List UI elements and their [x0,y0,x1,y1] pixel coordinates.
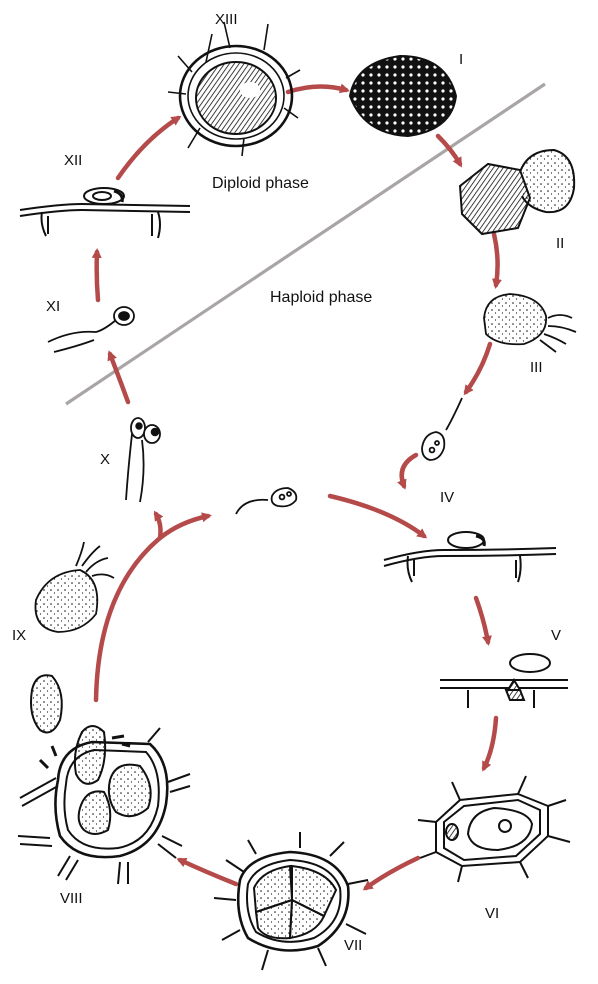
arrow-x-to-xi [110,354,128,402]
stage-ix-secondary-zoosporangium [35,542,114,632]
arrow-xiii-to-i [288,86,346,92]
arrow-vi-to-vii [366,858,418,888]
label-xii: XII [64,152,82,169]
label-x: X [100,451,110,468]
label-iv: IV [440,489,454,506]
stage-vi-plasmodium-in-cell [418,776,570,882]
arrow-v-to-vi [484,718,496,768]
arrow-xi-to-xii [97,252,98,300]
arrow-xii-to-xiii [118,118,178,178]
label-viii: VIII [60,890,83,907]
arrow-zoospore-to-iv [330,496,424,536]
label-v: V [551,627,561,644]
arrow-branch-to-zoospore [160,516,208,538]
stage-x-fusing-gametes [126,418,160,502]
phase-divider-line [66,84,545,404]
label-ii: II [556,235,564,252]
stage-xiii-resting-sporangium [168,22,300,156]
label-xi: XI [46,298,60,315]
arrow-viii-to-branch [96,538,160,700]
stage-iii-zoosporangium [484,294,576,352]
arrow-branch-to-x [156,514,161,538]
stage-v-penetration [440,654,568,708]
stage-xii-zygote-on-host [20,188,190,238]
label-vi: VI [485,905,499,922]
label-vii: VII [344,937,362,954]
haploid-phase-label: Haploid phase [270,289,372,306]
stage-xi-zygote [48,307,134,352]
label-i: I [459,51,463,68]
diploid-phase-label: Diploid phase [212,175,309,192]
arrow-iv-to-v [476,598,488,642]
arrow-swarmer-to-iv [402,455,416,486]
arrow-vii-to-viii [180,860,236,884]
swarmer-upper [422,398,462,460]
cycle-arrows [96,86,498,888]
stage-iv-encysted-spore [384,532,556,582]
label-ix: IX [12,627,26,644]
stage-i-resting-spore [350,56,456,136]
stage-viii-releasing-sporangia [18,675,190,884]
arrow-i-to-ii [438,136,460,164]
label-xiii: XIII [215,11,238,28]
arrow-ii-to-iii [494,234,498,285]
zoospore-center [236,488,296,514]
stage-ii-germinating-spore [460,150,574,234]
arrow-iii-to-iv [466,344,490,392]
label-iii: III [530,359,543,376]
